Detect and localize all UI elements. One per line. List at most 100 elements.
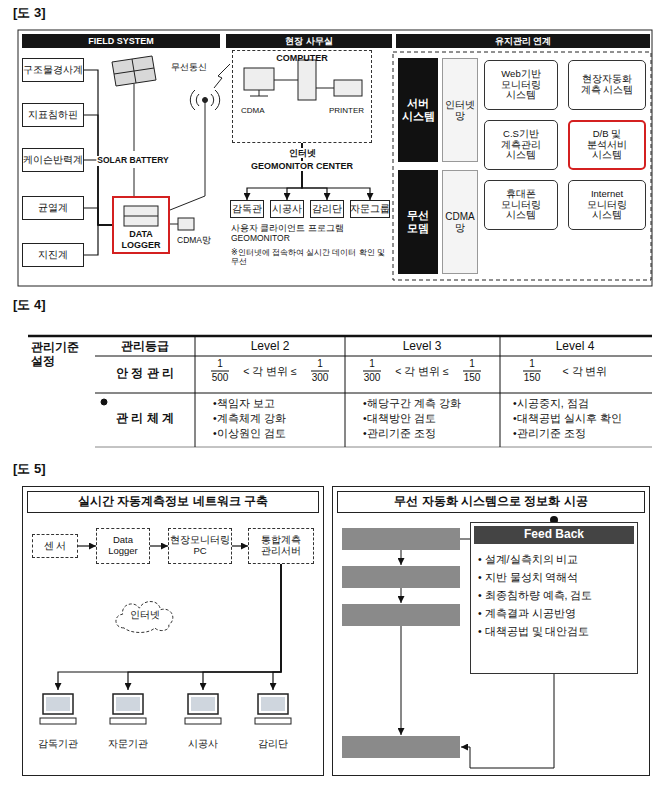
callout-label: PRINTER <box>328 106 365 115</box>
system-box: Internet 모니터링 시스템 <box>568 180 646 230</box>
table-cell: Level 4 <box>555 340 596 354</box>
node-label: 케이슨반력계 <box>23 154 83 166</box>
node-label: 유지관리 연계 <box>495 36 552 46</box>
computer-node: 자문기관 <box>102 690 154 752</box>
node-label: 자문그룹 <box>350 203 390 215</box>
system-box: Web기반 모니터링 시스템 <box>484 60 558 110</box>
fraction-number: 300 <box>311 372 330 384</box>
callout-label: GEOMONITOR CENTER <box>250 161 354 171</box>
table-grid <box>28 336 652 447</box>
grey-step-box <box>342 528 460 550</box>
network-box: 인터넷 망 <box>442 58 478 162</box>
grey-step-box <box>342 736 460 758</box>
section-header: FIELD SYSTEM <box>22 34 220 48</box>
panel: 무선 자동화 시스템으로 정보화 시공 Feed Back • 설계/실측치의 비교… <box>332 486 650 776</box>
node-label: Data Logger <box>99 535 147 557</box>
node-label: 서버 시스템 <box>400 97 436 122</box>
sensor-box: 케이슨반력계 <box>22 148 84 172</box>
node-label: 실시간 자동계측정보 네트워크 구축 <box>27 491 319 513</box>
computer-icon <box>247 690 299 728</box>
tower-icon <box>298 60 316 100</box>
computer-node: 감리단 <box>247 690 299 752</box>
monitor-screen <box>261 697 285 711</box>
system-box: 휴대폰 모니터링 시스템 <box>484 180 558 230</box>
table-cell: < 각 변위 ≤ <box>242 365 298 377</box>
user-box: 시공사 <box>270 200 304 218</box>
node-label: 감독관 <box>232 203 262 215</box>
table-cell: 안 정 관 리 <box>115 367 175 381</box>
bullet-text: • 최종침하량 예측, 검토 <box>478 589 630 601</box>
node-label: 감리단 <box>258 739 288 750</box>
computer-node: 감독기관 <box>32 690 84 752</box>
table-cell: •대책공법 실시후 확인 <box>512 412 623 424</box>
sensor-box: 구조물경사계 <box>22 58 84 82</box>
node-label: 센 서 <box>44 541 67 552</box>
computer-box: COMPUTER <box>232 50 372 143</box>
solar-pole <box>134 168 135 196</box>
system-box: D/B 및 분석서비 시스템 <box>568 120 646 170</box>
monitor-screen <box>191 697 215 711</box>
node-label: 균열계 <box>38 202 68 214</box>
fraction-number: 1 <box>316 358 324 370</box>
connector <box>78 545 96 546</box>
table-cell: •관리기준 조정 <box>512 427 587 439</box>
computer-icon <box>32 690 84 728</box>
feedback-loop <box>461 674 554 768</box>
node-label: Web기반 모니터링 시스템 <box>487 69 555 102</box>
table-cell: Level 2 <box>250 340 291 354</box>
flow-arrow <box>401 588 402 603</box>
node-label: 시공사 <box>188 739 218 750</box>
monitor-stand <box>259 90 260 96</box>
table-cell: •책임자 보고 <box>212 397 276 409</box>
note-text: 사용자 클라이언트 프로그램 GEOMONITOR <box>230 224 392 244</box>
table-cell: •관리기준 조정 <box>362 427 437 439</box>
feedback-box: Feed Back• 설계/실측치의 비교• 지반 물성치 역해석• 최종침하량… <box>470 522 638 674</box>
table-cell: 관리기준 설정 <box>30 341 86 369</box>
table-cell: •시공중지, 점검 <box>512 397 590 409</box>
section-header: 유지관리 연계 <box>396 34 650 48</box>
node-label: 감독기관 <box>38 739 78 750</box>
fraction-number: 1 <box>468 358 476 370</box>
connector <box>84 160 112 225</box>
fraction-number: 150 <box>523 372 542 384</box>
connector <box>58 564 281 690</box>
bullet-text: • 대책공법 및 대안검토 <box>478 625 630 637</box>
table-cell: •계측체계 강화 <box>212 412 287 424</box>
grey-step-box <box>342 604 460 626</box>
fraction-number: 1 <box>528 358 536 370</box>
node-label: 지표침하핀 <box>28 109 78 121</box>
table-cell: •해당구간 계측 강화 <box>362 397 462 409</box>
computer-icon <box>102 690 154 728</box>
connector <box>232 545 248 546</box>
node-label: 무선 자동화 시스템으로 정보화 시공 <box>337 491 645 513</box>
modem-cable <box>170 224 178 225</box>
figure-number: [도 5] <box>12 462 47 477</box>
table-cell: Level 3 <box>402 340 443 354</box>
table-rule <box>195 336 196 447</box>
table-rule <box>95 393 652 394</box>
panel: 실시간 자동계측정보 네트워크 구축센 서Data Logger현장모니터링 P… <box>22 486 324 776</box>
cable <box>274 80 298 81</box>
section-header: 현장 사무실 <box>226 34 392 48</box>
figure3-art <box>18 30 652 286</box>
connector <box>84 225 112 255</box>
bullet-text: • 설계/실측치의 비교 <box>478 553 630 565</box>
callout-label: 인터넷 <box>288 148 317 158</box>
callout-label: SOLAR BATTERY <box>96 156 169 166</box>
table-cell: < 각 변위 <box>562 365 609 377</box>
keyboard-icon <box>110 718 146 724</box>
sensor-box: 균열계 <box>22 196 84 220</box>
node-label: Feed Back <box>474 526 634 544</box>
table-rule <box>345 336 346 447</box>
node-label: 인터넷 <box>130 609 160 621</box>
solar-pole <box>134 84 135 151</box>
node-label: 무선 모뎀 <box>400 209 436 234</box>
computer-node: 시공사 <box>177 690 229 752</box>
data-logger: DATA LOGGER <box>112 196 170 254</box>
cloud-outline <box>116 601 173 632</box>
monitor-icon <box>188 694 218 714</box>
monitor-icon <box>258 694 288 714</box>
node-label: 지진계 <box>38 249 68 261</box>
node-label: 감리단 <box>312 203 342 215</box>
solar-panel <box>112 56 156 86</box>
